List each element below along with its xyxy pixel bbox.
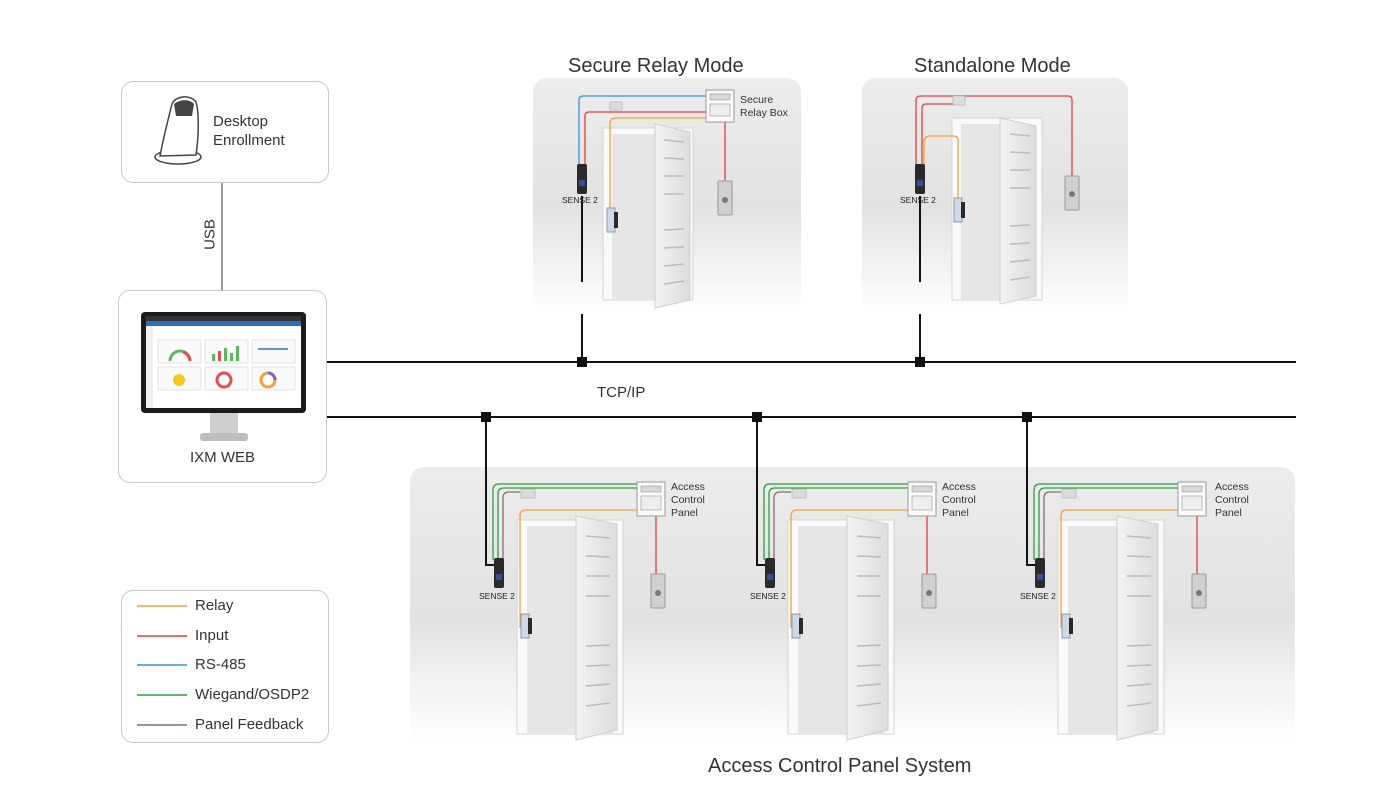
secure-relay-box-label: Secure Relay Box: [740, 94, 788, 120]
secure-relay-title: Secure Relay Mode: [568, 55, 744, 77]
acp-drops: [485, 417, 1036, 566]
monitor-icon: [141, 312, 306, 441]
acp-door-2: [763, 481, 937, 741]
legend-card: [121, 590, 329, 743]
standalone-scene: [862, 95, 1128, 314]
acp-door-3: [1033, 481, 1207, 741]
desktop-enrollment-label: Desktop Enrollment: [213, 112, 285, 150]
access-control-panel-label: Access Control Panel: [942, 481, 976, 520]
panel-line2: Control: [942, 494, 976, 506]
relay-box-line2: Relay Box: [740, 107, 788, 119]
panel-line2: Control: [1215, 494, 1249, 506]
desktop-enrollment-card: [121, 81, 329, 183]
legend-label-wiegand: Wiegand/OSDP2: [195, 686, 310, 703]
legend-label-panel-feedback: Panel Feedback: [195, 716, 304, 733]
junction-node: [577, 357, 587, 367]
reader-label: SENSE 2: [900, 195, 936, 205]
desktop-label-line2: Enrollment: [213, 132, 285, 149]
access-control-panel-label: Access Control Panel: [1215, 481, 1249, 520]
junction-node: [752, 412, 762, 422]
junction-node: [1022, 412, 1032, 422]
panel-line1: Access: [671, 481, 705, 493]
reader-label: SENSE 2: [562, 195, 598, 205]
legend-label-relay: Relay: [195, 597, 234, 614]
desktop-label-line1: Desktop: [213, 113, 269, 130]
panel-line1: Access: [1215, 481, 1249, 493]
legend-label-rs485: RS-485: [195, 656, 246, 673]
reader-label: SENSE 2: [750, 591, 786, 601]
reader-label: SENSE 2: [479, 591, 515, 601]
panel-line2: Control: [671, 494, 705, 506]
acp-door-1: [492, 481, 666, 741]
access-control-panel-label: Access Control Panel: [671, 481, 705, 520]
panel-line3: Panel: [1215, 507, 1242, 519]
standalone-title: Standalone Mode: [914, 55, 1071, 77]
legend-swatches: [137, 605, 187, 726]
relay-box-line1: Secure: [740, 94, 774, 106]
tcpip-label: TCP/IP: [597, 384, 646, 401]
panel-line3: Panel: [671, 507, 698, 519]
fingerprint-scanner-icon: [154, 96, 202, 165]
junction-node: [481, 412, 491, 422]
panel-line1: Access: [942, 481, 976, 493]
usb-label: USB: [201, 219, 219, 250]
panel-line3: Panel: [942, 507, 969, 519]
junction-node: [915, 357, 925, 367]
secure-relay-scene: [533, 89, 801, 314]
ixm-web-label: IXM WEB: [189, 449, 255, 466]
reader-label: SENSE 2: [1020, 591, 1056, 601]
acp-title: Access Control Panel System: [708, 755, 972, 777]
legend-label-input: Input: [195, 627, 229, 644]
